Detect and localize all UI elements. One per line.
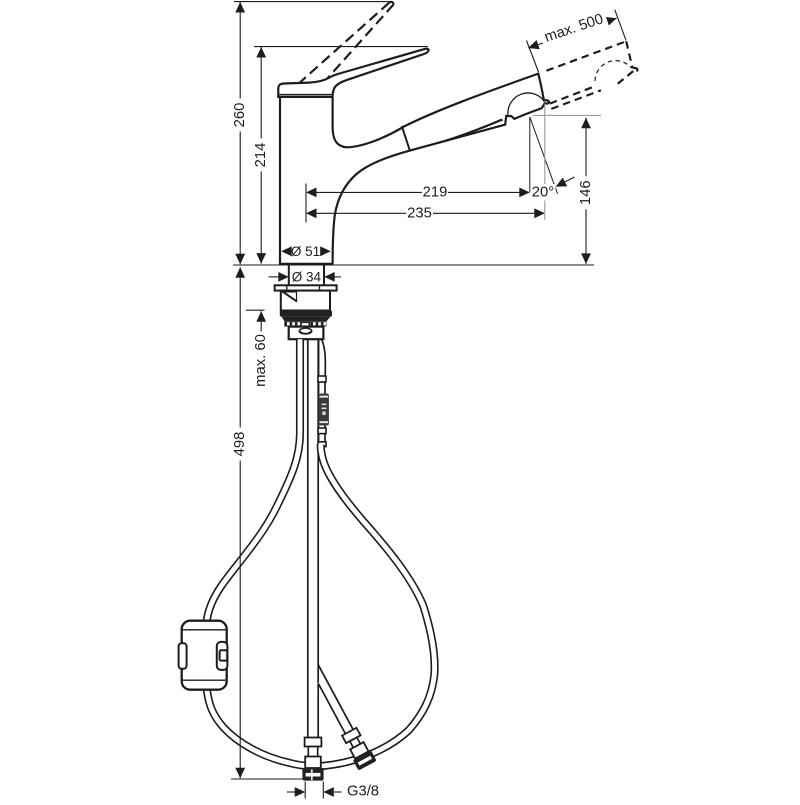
svg-text:max. 60: max. 60 <box>253 334 269 387</box>
svg-text:20°: 20° <box>532 184 554 200</box>
svg-text:498: 498 <box>232 432 248 457</box>
svg-text:235: 235 <box>407 205 432 221</box>
svg-text:Ø 51: Ø 51 <box>291 244 320 259</box>
svg-text:Ø 34: Ø 34 <box>292 270 322 285</box>
svg-text:260: 260 <box>232 103 248 128</box>
svg-text:146: 146 <box>578 180 594 205</box>
svg-text:219: 219 <box>423 184 448 200</box>
svg-text:G3/8: G3/8 <box>347 784 379 800</box>
svg-text:214: 214 <box>253 143 269 168</box>
